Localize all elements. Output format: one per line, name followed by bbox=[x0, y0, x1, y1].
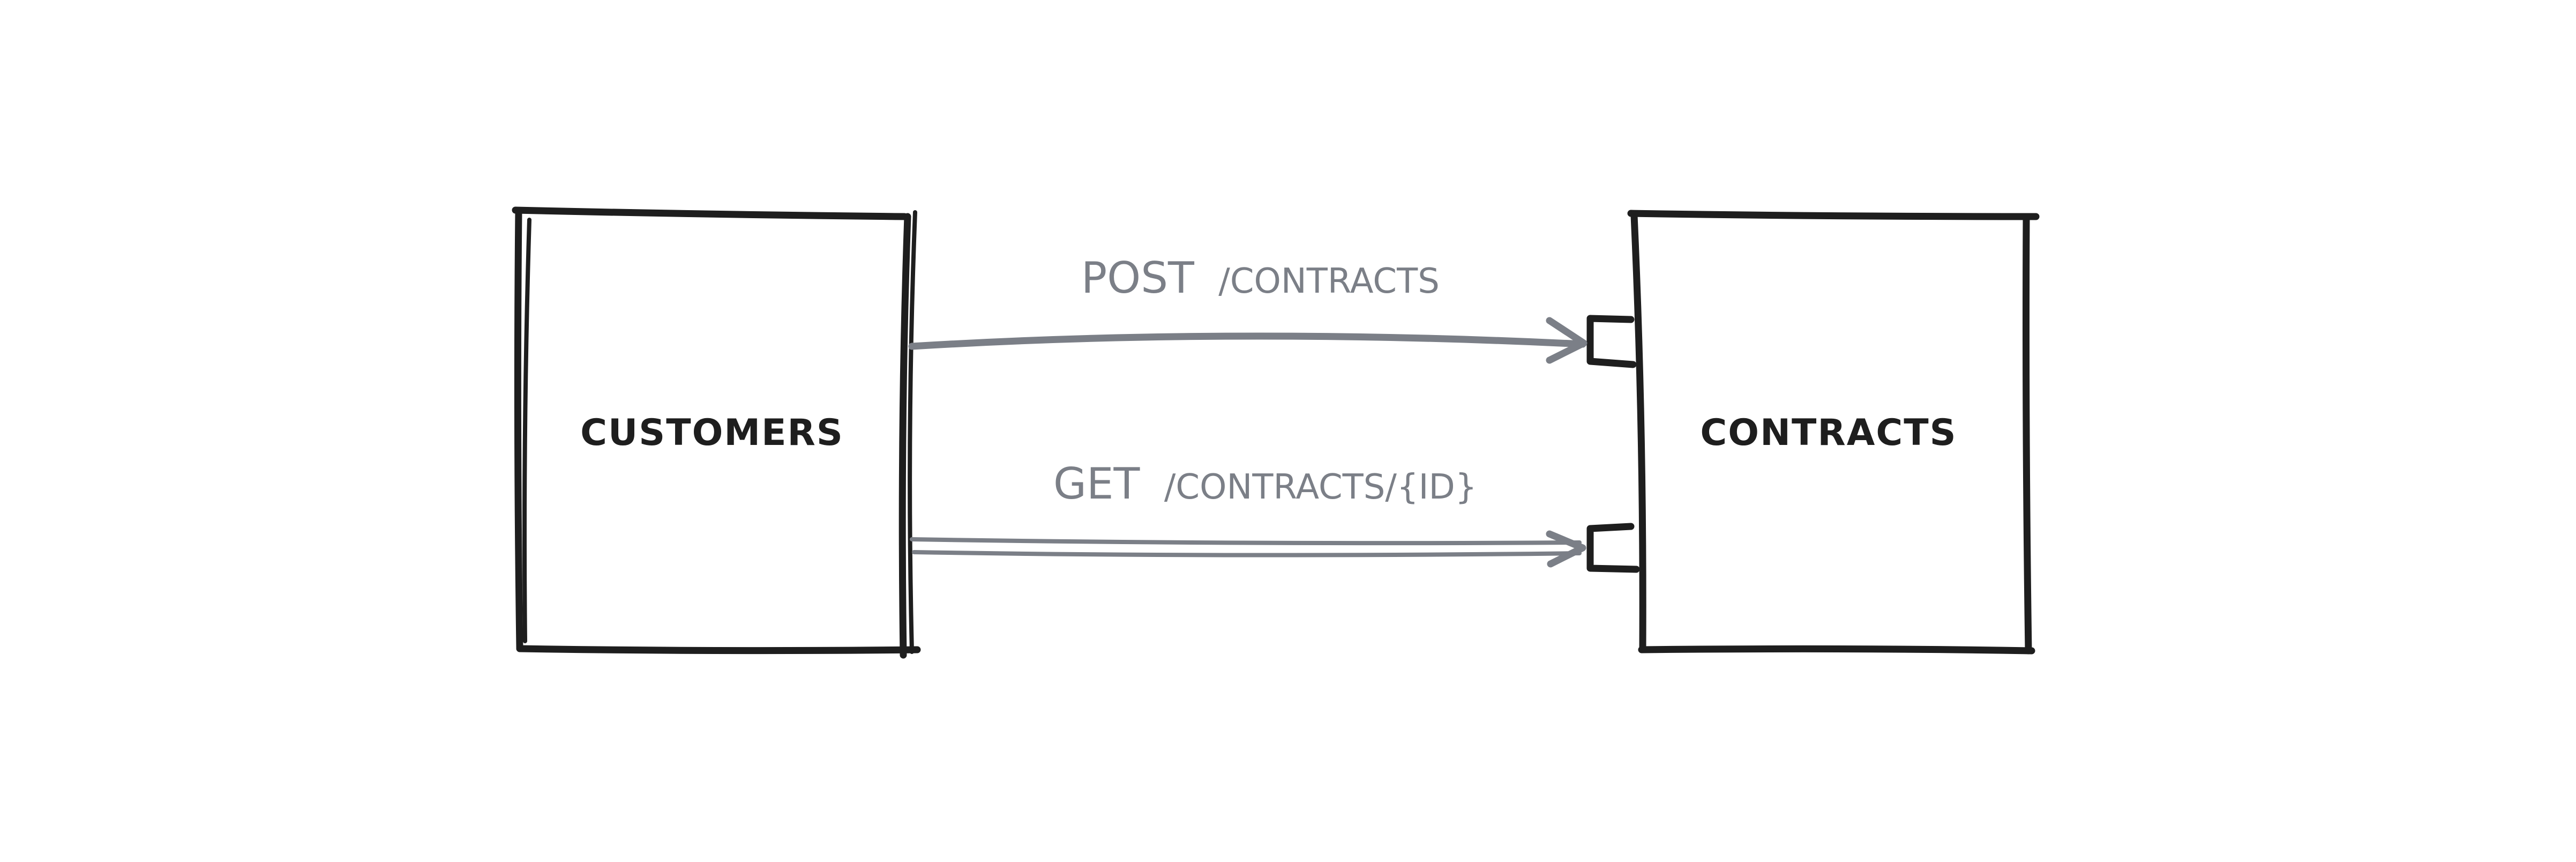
get-arrow-label: GET /CONTRACTS/{ID} bbox=[1053, 459, 1477, 509]
post-arrow-label: POST /CONTRACTS bbox=[1081, 253, 1440, 303]
post-method: POST bbox=[1081, 253, 1195, 303]
get-arrow[interactable]: GET /CONTRACTS/{ID} bbox=[912, 459, 1583, 564]
post-path: /CONTRACTS bbox=[1218, 262, 1440, 301]
contracts-box[interactable]: CONTRACTS bbox=[1631, 213, 2036, 651]
contracts-get-port bbox=[1590, 526, 1636, 569]
customers-box[interactable]: CUSTOMERS bbox=[515, 210, 917, 655]
get-path: /CONTRACTS/{ID} bbox=[1164, 467, 1477, 507]
contracts-post-port bbox=[1590, 318, 1633, 365]
get-method: GET bbox=[1053, 459, 1141, 509]
customers-label: CUSTOMERS bbox=[580, 412, 844, 454]
post-arrow[interactable]: POST /CONTRACTS bbox=[912, 253, 1584, 360]
contracts-label: CONTRACTS bbox=[1700, 412, 1957, 454]
